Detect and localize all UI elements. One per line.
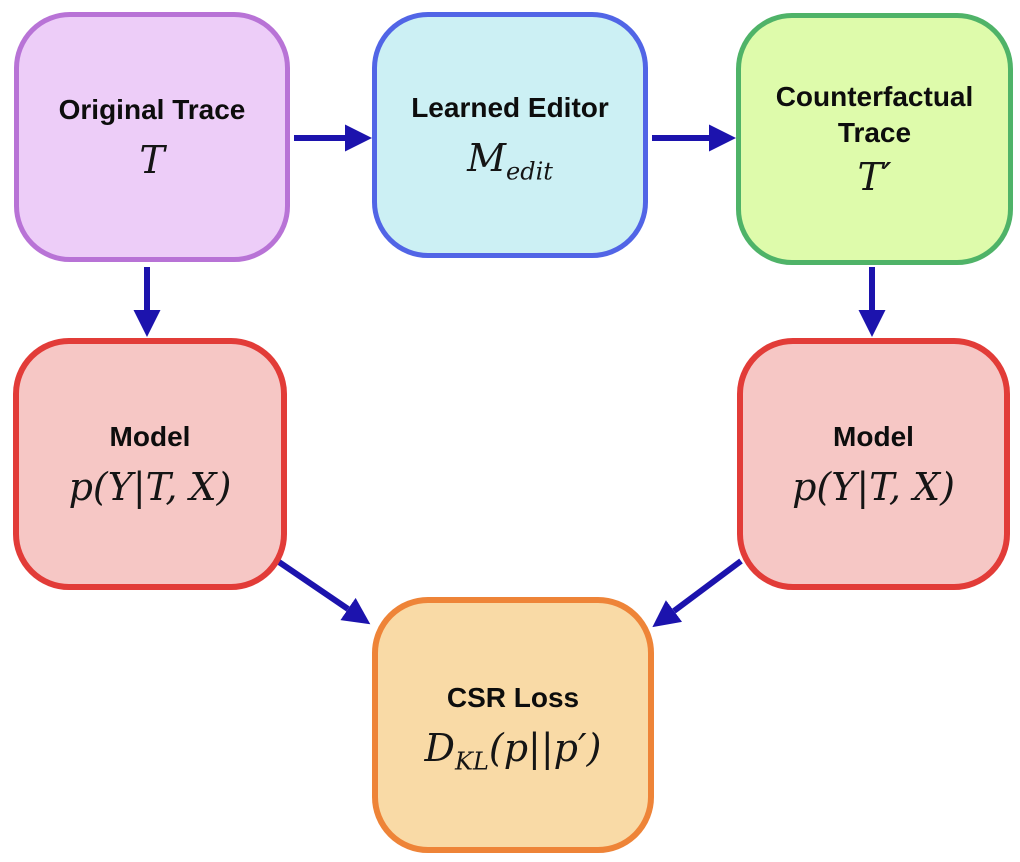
math-symbol: T — [139, 138, 165, 183]
node-model-left-title: Model — [109, 420, 191, 452]
node-model-left: Model p(Y|T, X) — [13, 338, 287, 590]
math-symbol: p(Y|T, X) — [792, 465, 955, 510]
node-model-left-math: p(Y|T, X) — [68, 465, 232, 510]
node-original-trace: Original Trace T — [14, 12, 290, 262]
node-model-right-math: p(Y|T, X) — [792, 465, 955, 510]
node-csr-loss-math: DKL(p||p′) — [424, 726, 602, 773]
arrow-model-right-to-csr — [652, 558, 743, 628]
arrow-model-left-to-csr — [274, 557, 371, 625]
node-learned-editor-math: Medit — [467, 136, 553, 183]
math-symbol: p(Y|T, X) — [68, 465, 232, 510]
node-learned-editor: Learned Editor Medit — [372, 12, 648, 258]
node-model-right-title: Model — [833, 420, 914, 452]
node-original-trace-title: Original Trace — [58, 93, 246, 125]
math-symbol: T′ — [857, 155, 892, 200]
math-subscript: edit — [506, 157, 553, 186]
node-model-right: Model p(Y|T, X) — [737, 338, 1010, 590]
node-csr-loss: CSR Loss DKL(p||p′) — [372, 597, 654, 853]
math-symbol: D — [424, 726, 456, 771]
math-expression: (p||p′) — [488, 726, 602, 771]
node-counterfactual-trace-title: Counterfactual Trace — [775, 80, 974, 149]
node-original-trace-math: T — [139, 138, 165, 183]
node-csr-loss-title: CSR Loss — [446, 681, 580, 713]
node-learned-editor-title: Learned Editor — [411, 91, 609, 123]
math-symbol: M — [467, 136, 507, 181]
node-counterfactual-trace-math: T′ — [858, 157, 892, 199]
node-counterfactual-trace: Counterfactual Trace T′ — [736, 13, 1013, 265]
math-subscript: KL — [455, 747, 489, 776]
